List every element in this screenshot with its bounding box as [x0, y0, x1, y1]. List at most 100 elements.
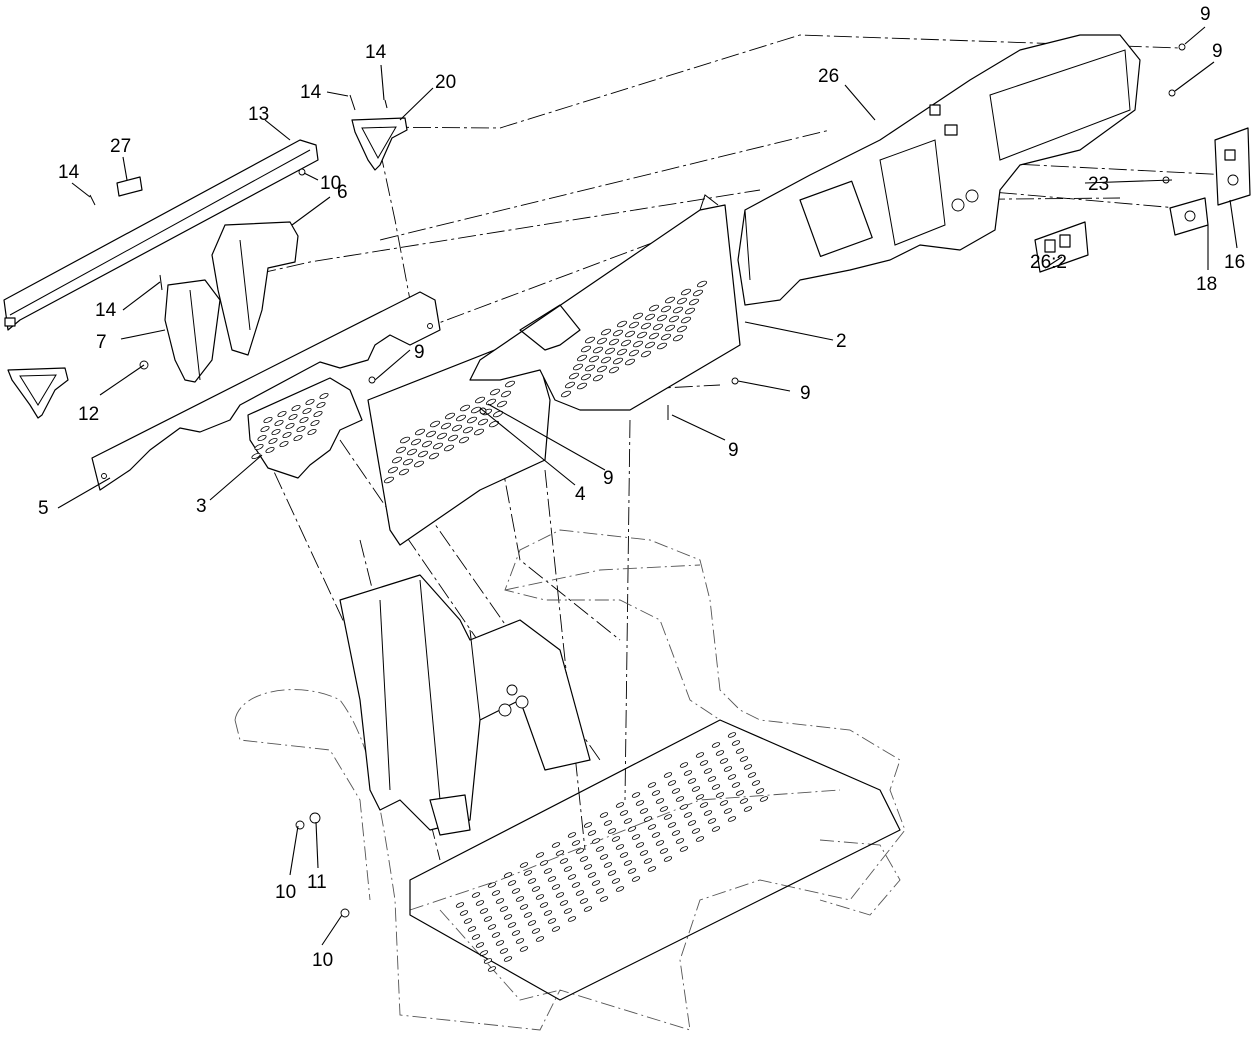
tread-slot [391, 456, 403, 464]
callout-20: 20 [435, 72, 456, 93]
tread-slot [691, 828, 701, 834]
tread-slot [647, 782, 657, 788]
tread-slot [567, 916, 577, 922]
tread-slot [305, 398, 315, 406]
callout-14-mid: 14 [300, 82, 322, 103]
tread-slot [459, 910, 469, 916]
tread-slot [624, 330, 636, 338]
tread-slot [739, 798, 749, 804]
tread-slot [425, 430, 437, 438]
tread-slot [692, 289, 704, 297]
tread-slot [628, 321, 640, 329]
tread-slot [471, 892, 481, 898]
tread-slot [612, 329, 624, 337]
tread-slot [519, 904, 529, 910]
tread-slot [627, 826, 637, 832]
tread-slot [619, 810, 629, 816]
part-27-decal [116, 176, 143, 197]
tread-slot [635, 800, 645, 806]
part-5-lower-panel [91, 291, 441, 491]
tread-slot [655, 840, 665, 846]
callout-9-top-right: 9 [1200, 4, 1211, 25]
tread-slot [383, 476, 395, 484]
tread-slot [648, 332, 660, 340]
tread-slot [285, 422, 295, 430]
part-16-plate [1214, 127, 1251, 206]
tread-slot [663, 814, 673, 820]
tread-slot [656, 314, 668, 322]
tread-slot [660, 305, 672, 313]
tread-slot [627, 868, 637, 874]
tread-slot [587, 830, 597, 836]
tread-slot [413, 460, 425, 468]
tread-slot [759, 796, 769, 802]
tread-slot [664, 296, 676, 304]
tread-slot [319, 392, 329, 400]
tread-slot [676, 325, 688, 333]
tread-slot [695, 794, 705, 800]
callout-2: 2 [836, 331, 847, 352]
tread-slot [591, 880, 601, 886]
tread-slot [568, 372, 580, 380]
tread-slot [507, 880, 517, 886]
tread-slot [507, 922, 517, 928]
tread-slot [519, 946, 529, 952]
tread-slot [519, 862, 529, 868]
tread-slot [265, 446, 275, 454]
tread-slot [668, 315, 680, 323]
tread-slot [475, 900, 485, 906]
tread-slot [483, 958, 493, 964]
tread-slot [580, 373, 592, 381]
part-13-channel [3, 139, 319, 331]
tread-slot [503, 872, 513, 878]
callout-10-bottom: 10 [312, 950, 333, 971]
tread-slot [500, 390, 512, 398]
tread-slot [551, 926, 561, 932]
tread-slot [608, 338, 620, 346]
tread-slot [432, 442, 444, 450]
tread-slot [260, 425, 270, 433]
tread-slot [282, 431, 292, 439]
tread-slot [523, 870, 533, 876]
tread-slot [591, 838, 601, 844]
tread-slot [398, 468, 410, 476]
tread-slot [495, 940, 505, 946]
tread-slot [679, 804, 689, 810]
tread-slot [639, 808, 649, 814]
tread-slot [559, 858, 569, 864]
callout-11: 11 [307, 872, 327, 893]
tread-slot [659, 848, 669, 854]
tread-slot [735, 790, 745, 796]
tread-slot [656, 342, 668, 350]
tread-slot [535, 936, 545, 942]
tread-slot [299, 416, 309, 424]
tread-slot [551, 884, 561, 890]
tread-slot [600, 356, 612, 364]
tread-slot [755, 788, 765, 794]
tread-slot [463, 918, 473, 924]
tread-slot [443, 444, 455, 452]
tread-slot [639, 850, 649, 856]
tread-slot [643, 858, 653, 864]
tread-slot [643, 816, 653, 822]
tread-slot [531, 886, 541, 892]
tread-slot [567, 832, 577, 838]
tread-slot [687, 820, 697, 826]
callout-4: 4 [575, 484, 586, 505]
frame-tower [339, 574, 591, 836]
tread-slot [503, 956, 513, 962]
tread-slot [719, 758, 729, 764]
part-26-2-switch-plate [1034, 221, 1089, 273]
tread-slot [316, 401, 326, 409]
tread-slot [580, 345, 592, 353]
tread-slot [695, 836, 705, 842]
tread-slot [648, 304, 660, 312]
tread-slot [406, 448, 418, 456]
tread-slot [599, 812, 609, 818]
tread-slot [523, 912, 533, 918]
tread-slot [475, 942, 485, 948]
callout-9-right-low: 9 [728, 440, 739, 461]
tread-slot [414, 428, 426, 436]
tread-slot [651, 790, 661, 796]
tread-slot [563, 908, 573, 914]
